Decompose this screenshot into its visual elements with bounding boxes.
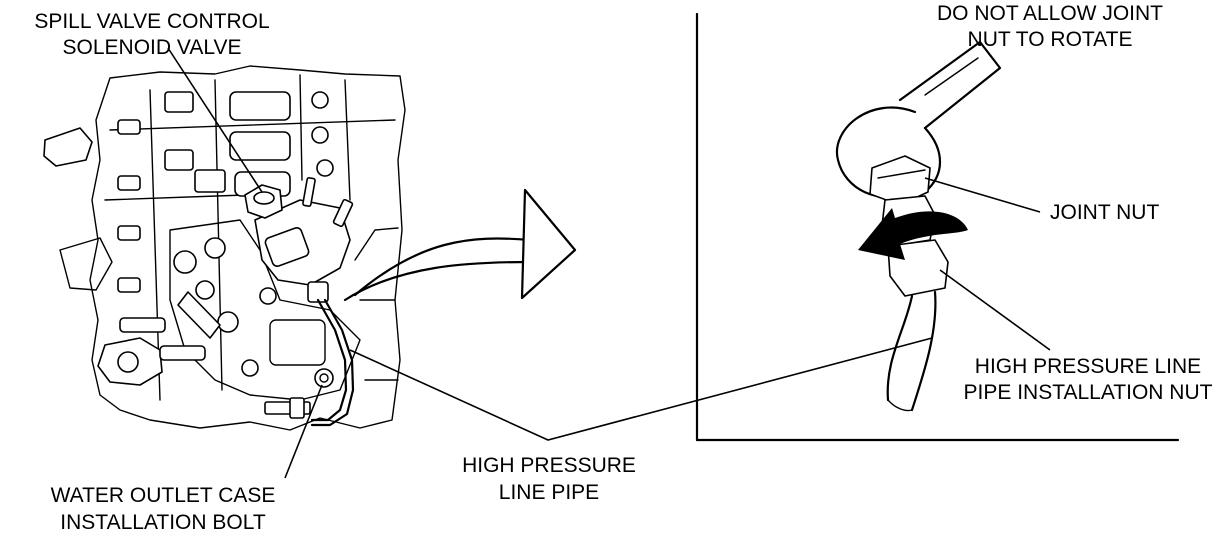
label-hp-line-pipe-line2: LINE PIPE: [499, 481, 599, 504]
leader-lines: [167, 47, 1051, 479]
transition-arrow-icon: [343, 188, 577, 302]
label-joint-nut: JOINT NUT: [1050, 201, 1159, 224]
label-hp-nut-line1: HIGH PRESSURE LINE: [975, 355, 1201, 378]
fuel-pump: [244, 177, 354, 303]
label-water-outlet-line1: WATER OUTLET CASE: [51, 484, 276, 507]
label-spill-valve-line2: SOLENOID VALVE: [63, 36, 242, 59]
wrench-icon: [835, 40, 1002, 198]
detail-frame: [695, 12, 1180, 442]
label-water-outlet-line2: INSTALLATION BOLT: [60, 511, 266, 534]
labels: SPILL VALVE CONTROL SOLENOID VALVE WATER…: [34, 2, 1212, 534]
label-hp-line-pipe-line1: HIGH PRESSURE: [462, 454, 636, 477]
rotation-arrow-icon: [858, 208, 968, 260]
label-do-not-allow-line2: NUT TO ROTATE: [968, 28, 1133, 51]
joint-nut-assembly: [869, 155, 949, 412]
engine-illustration: [43, 65, 406, 431]
label-spill-valve-line1: SPILL VALVE CONTROL: [34, 10, 269, 33]
label-hp-nut-line2: PIPE INSTALLATION NUT: [964, 381, 1213, 404]
high-pressure-line-pipe: [310, 298, 355, 427]
label-do-not-allow-line1: DO NOT ALLOW JOINT: [937, 2, 1163, 25]
